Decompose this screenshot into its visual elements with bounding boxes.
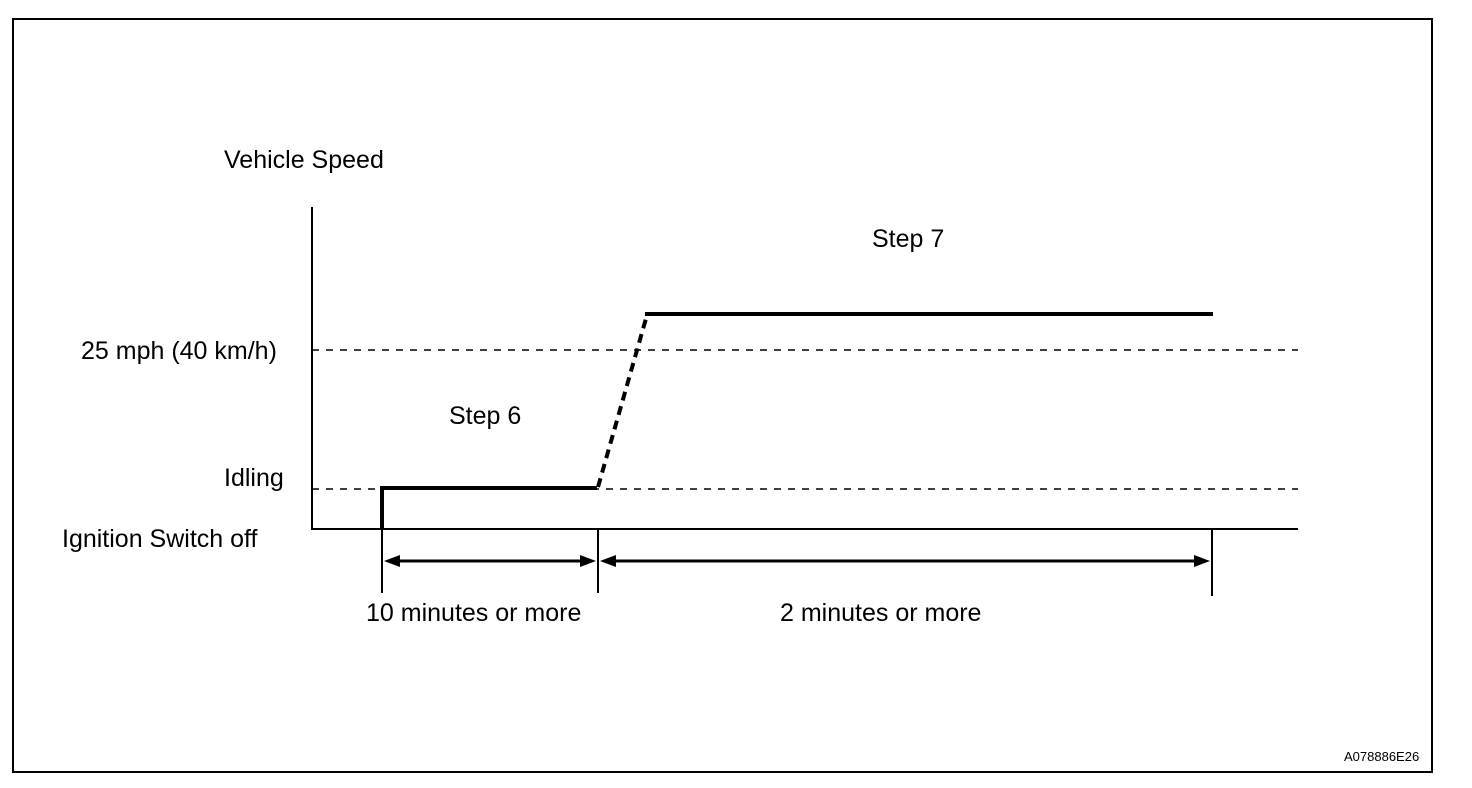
idle-speed-profile bbox=[380, 486, 597, 529]
interval1-label: 10 minutes or more bbox=[366, 599, 581, 627]
interval1-double-arrow bbox=[384, 555, 596, 567]
figure-frame bbox=[12, 18, 1433, 773]
interval2-label: 2 minutes or more bbox=[780, 599, 981, 627]
speed-level-label: 25 mph (40 km/h) bbox=[81, 337, 277, 365]
ignition-off-label: Ignition Switch off bbox=[62, 525, 258, 553]
figure-id-label: A078886E26 bbox=[1344, 749, 1419, 764]
interval2-double-arrow bbox=[600, 555, 1210, 567]
acceleration-dotted-line bbox=[596, 314, 649, 488]
step6-label: Step 6 bbox=[449, 402, 521, 430]
step7-label: Step 7 bbox=[872, 225, 944, 253]
idle-level-label: Idling bbox=[224, 464, 284, 492]
y-axis-title: Vehicle Speed bbox=[224, 146, 384, 174]
